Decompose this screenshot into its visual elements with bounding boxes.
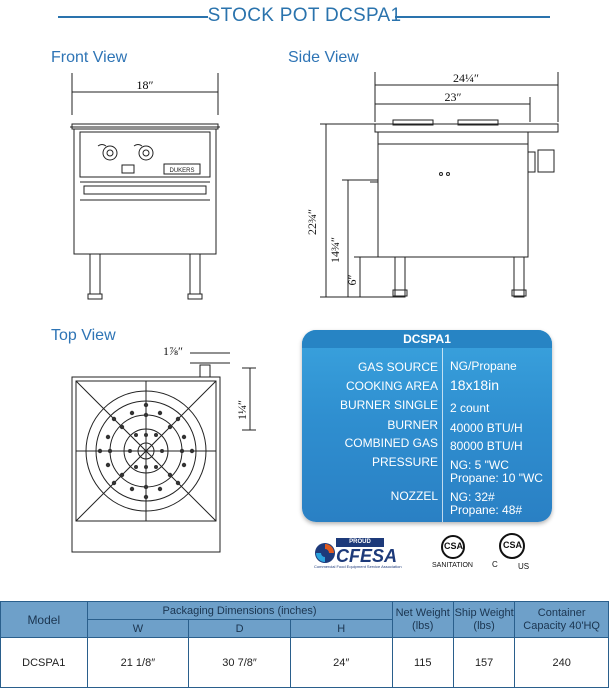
cell-h: 24″ bbox=[289, 637, 393, 688]
csa-cus-icon bbox=[499, 533, 525, 559]
side-height-total-dim: 22¾″ bbox=[305, 209, 319, 235]
title-rule-left bbox=[58, 16, 208, 18]
csa-cus-mark: CSA bbox=[503, 540, 523, 550]
page-title: STOCK POT DCSPA1 bbox=[207, 5, 402, 26]
spec-value: 40000 BTU/H bbox=[450, 421, 523, 435]
top-dim-b: 1¼″ bbox=[235, 400, 249, 420]
front-view-label: Front View bbox=[51, 49, 128, 66]
spec-value-2: Propane: 48# bbox=[450, 503, 523, 517]
spec-key: COMBINED GAS bbox=[344, 436, 438, 450]
front-width-dim: 18″ bbox=[137, 78, 154, 92]
header-model: Model bbox=[0, 601, 88, 638]
top-view-drawing: 1⅞″ 1¼″ bbox=[71, 344, 256, 553]
packaging-table: Model Packaging Dimensions (inches) Net … bbox=[0, 601, 609, 688]
spec-value: 18x18in bbox=[450, 377, 500, 393]
spec-key: COOKING AREA bbox=[345, 379, 438, 393]
top-dim-a: 1⅞″ bbox=[163, 344, 183, 358]
spec-key: NOZZEL bbox=[390, 489, 438, 503]
spec-key: BURNER SINGLE bbox=[339, 398, 438, 412]
header-w: W bbox=[86, 619, 190, 638]
table-row: DCSPA1 21 1/8″ 30 7/8″ 24″ 115 157 240 bbox=[0, 637, 609, 688]
header-d: D bbox=[188, 619, 291, 638]
header-net-weight: Net Weight (lbs) bbox=[391, 601, 454, 638]
cell-ship-weight: 157 bbox=[452, 637, 516, 688]
csa-sanitation-mark: CSA bbox=[444, 541, 464, 551]
cfesa-logo: PROUD MEMBER CFESA Commercial Food Equip… bbox=[314, 538, 422, 572]
side-depth-dim: 23″ bbox=[445, 90, 462, 104]
side-height-mid-dim: 14¾″ bbox=[328, 237, 342, 263]
front-brand-label: DUKERS bbox=[169, 168, 194, 174]
header-h: H bbox=[289, 619, 393, 638]
side-leg-dim: 6″ bbox=[345, 275, 359, 286]
spec-value: 2 count bbox=[450, 401, 490, 415]
csa-cus-logo: CSA C US bbox=[490, 532, 534, 572]
spec-card-header: DCSPA1 bbox=[302, 330, 552, 348]
title-rule-right bbox=[395, 16, 550, 18]
cfesa-swirl-icon bbox=[315, 543, 335, 563]
c-mark: C bbox=[492, 560, 498, 569]
top-view-label: Top View bbox=[51, 327, 116, 344]
spec-value: 80000 BTU/H bbox=[450, 439, 523, 453]
side-total-depth-dim: 24¼″ bbox=[453, 71, 479, 85]
side-view-drawing: 24¼″ 23″ 22¾″ 14¾″ 6″ bbox=[305, 71, 559, 298]
spec-card-divider bbox=[442, 348, 443, 522]
cell-container: 240 bbox=[514, 637, 609, 688]
csa-sanitation-icon bbox=[441, 535, 465, 559]
header-packaging: Packaging Dimensions (inches) bbox=[86, 601, 393, 620]
cfesa-subtitle: Commercial Food Equipment Service Associ… bbox=[314, 564, 402, 569]
cell-w: 21 1/8″ bbox=[86, 637, 190, 688]
cell-model: DCSPA1 bbox=[0, 637, 88, 688]
header-ship-weight: Ship Weight (lbs) bbox=[452, 601, 516, 638]
sanitation-label: SANITATION bbox=[432, 562, 473, 569]
cfesa-wordmark: CFESA bbox=[336, 546, 398, 566]
cell-d: 30 7/8″ bbox=[188, 637, 291, 688]
spec-value: NG: 32# bbox=[450, 490, 495, 504]
side-view-label: Side View bbox=[288, 49, 359, 66]
spec-value: NG: 5 "WC bbox=[450, 458, 509, 472]
spec-value: NG/Propane bbox=[450, 359, 517, 373]
spec-key: PRESSURE bbox=[371, 455, 438, 469]
spec-value-2: Propane: 10 "WC bbox=[450, 471, 543, 485]
spec-key: BURNER bbox=[387, 418, 438, 432]
header-container: Container Capacity 40'HQ bbox=[514, 601, 609, 638]
csa-sanitation-logo: CSA SANITATION bbox=[432, 534, 476, 574]
front-view-drawing: 18″ DUKERS bbox=[70, 73, 220, 300]
cell-net-weight: 115 bbox=[391, 637, 454, 688]
cfesa-top-label: PROUD MEMBER bbox=[336, 538, 384, 554]
spec-key: GAS SOURCE bbox=[357, 360, 438, 374]
spec-card: DCSPA1 GAS SOURCE NG/Propane COOKING ARE… bbox=[302, 330, 552, 522]
us-mark: US bbox=[518, 562, 530, 571]
